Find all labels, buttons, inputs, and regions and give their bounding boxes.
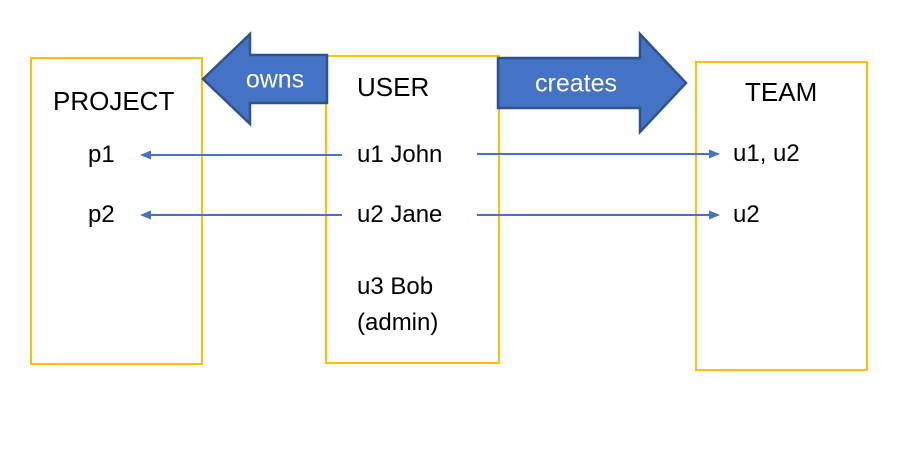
project-box-title: PROJECT <box>53 86 175 116</box>
user-item-u1-john: u1 John <box>357 141 443 168</box>
user-item-u3-admin-note: (admin) <box>357 309 439 336</box>
project-box <box>30 57 203 365</box>
team-item-u1-u2: u1, u2 <box>733 140 800 167</box>
project-item-p2: p2 <box>88 201 115 228</box>
team-item-u2: u2 <box>733 201 760 228</box>
team-box <box>695 61 868 371</box>
project-item-p1: p1 <box>88 141 115 168</box>
user-item-u3-bob: u3 Bob <box>357 273 434 300</box>
user-item-u2-jane: u2 Jane <box>357 201 443 228</box>
user-box-title: USER <box>357 72 430 102</box>
user-box <box>325 55 500 364</box>
creates-arrow-label: creates <box>535 69 617 98</box>
team-box-title: TEAM <box>745 77 818 107</box>
owns-arrow-label: owns <box>245 65 305 94</box>
